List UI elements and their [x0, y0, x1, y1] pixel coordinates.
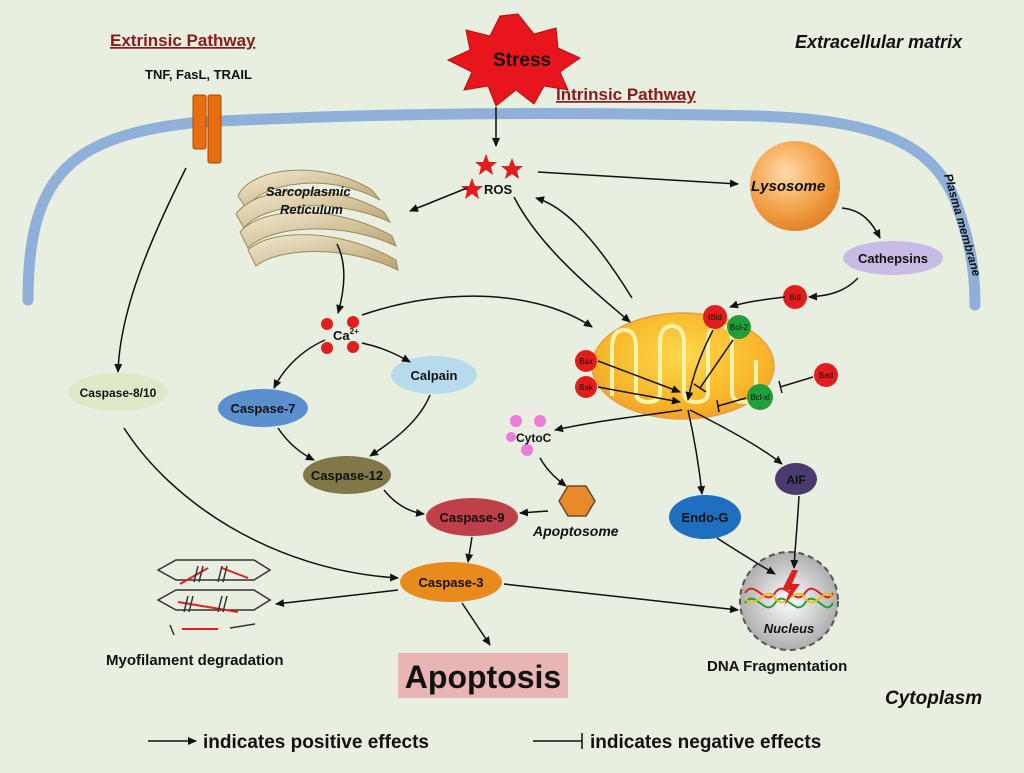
- cytoc-label: CytoC: [516, 431, 552, 445]
- cathepsins-node: [843, 241, 943, 275]
- stress-starburst-icon: [446, 13, 582, 107]
- caspase-9-node: [426, 498, 518, 536]
- caspase-12-label: Caspase-12: [311, 468, 383, 483]
- plasma-membrane: [22, 108, 981, 311]
- myofilament-icon: [156, 559, 272, 636]
- tbid-marker: [703, 305, 727, 329]
- sarcoplasmic-reticulum-icon: [235, 169, 399, 271]
- ros-label: ROS: [484, 182, 513, 197]
- myofilament-degradation-label: Myofilament degradation: [106, 652, 284, 669]
- caspase-9-label: Caspase-9: [439, 510, 504, 525]
- extracellular-matrix-label: Extracellular matrix: [795, 32, 963, 52]
- aif-label: AIF: [786, 473, 805, 487]
- tbid-label: tBid: [708, 313, 722, 322]
- calpain-node: [391, 356, 477, 394]
- bax-marker: [575, 350, 597, 372]
- calcium-charge: 2+: [350, 327, 359, 336]
- caspase-7-node: [218, 389, 308, 427]
- sr-label-line1: Sarcoplasmic: [266, 184, 351, 199]
- endo-g-node: [669, 495, 741, 539]
- calcium-ions-icon: [321, 316, 359, 354]
- lysosome-label: Lysosome: [751, 178, 825, 195]
- caspase-3-label: Caspase-3: [418, 575, 483, 590]
- legend-positive-label: indicates positive effects: [203, 732, 429, 753]
- ligands-label: TNF, FasL, TRAIL: [145, 67, 252, 82]
- dna-fragmentation-label: DNA Fragmentation: [707, 658, 847, 675]
- nucleus-icon: [739, 551, 839, 651]
- caspase-8-10-label: Caspase-8/10: [80, 386, 157, 400]
- ros-stars-icon: [461, 154, 523, 199]
- caspase-8-10-node: [68, 373, 168, 411]
- caspase-12-node: [303, 456, 391, 494]
- cathepsins-label: Cathepsins: [858, 251, 928, 266]
- bclxl-marker: [747, 384, 773, 410]
- bad-label: Bad: [819, 371, 833, 380]
- calpain-label: Calpain: [411, 368, 458, 383]
- apoptosis-label: Apoptosis: [405, 659, 561, 695]
- bad-marker: [814, 363, 838, 387]
- bax-label: Bax: [579, 357, 593, 366]
- bak-marker: [575, 376, 597, 398]
- bid-label: Bid: [789, 293, 801, 302]
- death-receptor-icon: [192, 94, 222, 164]
- aif-node: [775, 463, 817, 495]
- extrinsic-pathway-heading: Extrinsic Pathway: [110, 31, 256, 50]
- caspase-7-label: Caspase-7: [230, 401, 295, 416]
- stress-label: Stress: [493, 50, 551, 71]
- bclxl-label: Bcl-xl: [750, 393, 770, 402]
- bcl2-marker: [727, 315, 751, 339]
- positive-arrows: [114, 107, 881, 646]
- calcium-label: Ca2+: [333, 327, 359, 343]
- cytoc-icon: [506, 415, 546, 456]
- sr-label-line2: Reticulum: [280, 202, 343, 217]
- apoptosis-box: [398, 653, 568, 698]
- plasma-membrane-label: Plasma membrane: [941, 172, 984, 278]
- intrinsic-pathway-heading: Intrinsic Pathway: [556, 85, 696, 104]
- apoptosome-icon: [558, 485, 596, 517]
- cytoplasm-label: Cytoplasm: [885, 688, 982, 709]
- apoptosome-label: Apoptosome: [532, 523, 619, 539]
- lysosome-icon: [750, 141, 840, 231]
- bid-marker: [783, 285, 807, 309]
- legend-negative-label: indicates negative effects: [590, 732, 821, 753]
- nucleus-label: Nucleus: [764, 621, 815, 636]
- bcl2-label: Bcl-2: [730, 323, 749, 332]
- bak-label: Bak: [579, 383, 594, 392]
- calcium-symbol: Ca: [333, 328, 350, 343]
- caspase-3-node: [400, 562, 502, 602]
- endo-g-label: Endo-G: [682, 510, 729, 525]
- inhibition-arrows: [693, 339, 814, 413]
- legend: indicates positive effects indicates neg…: [148, 732, 821, 753]
